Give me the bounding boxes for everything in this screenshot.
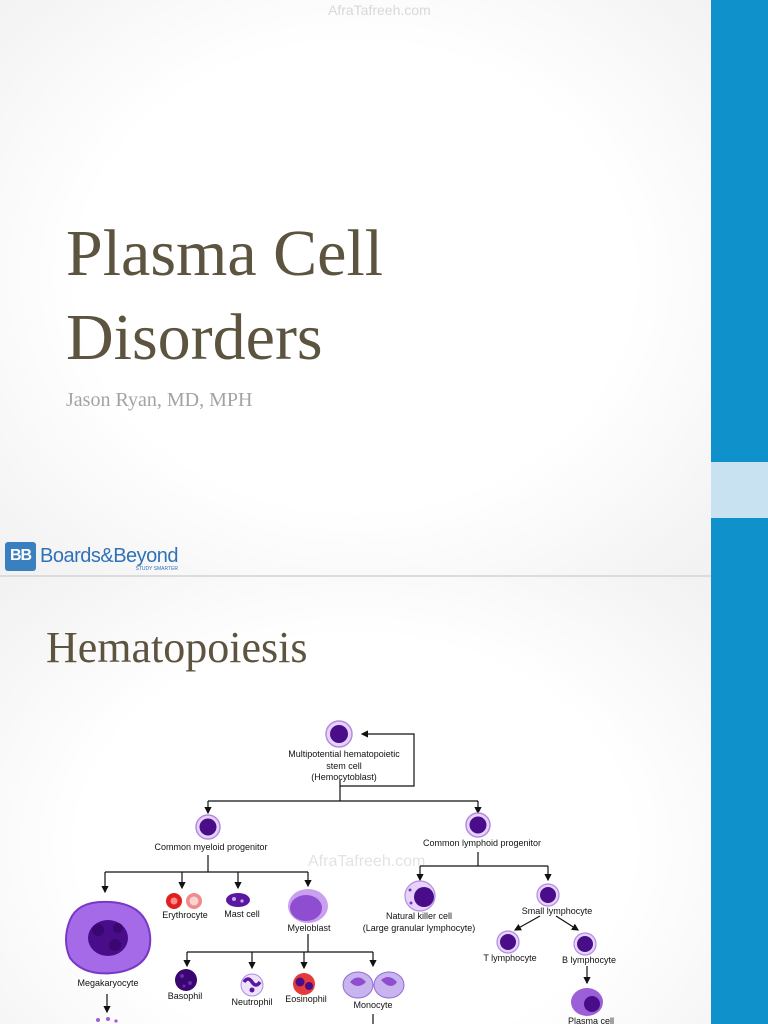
watermark: AfraTafreeh.com xyxy=(328,2,431,18)
stem-cell-icon xyxy=(325,720,353,748)
nk-cell-label-2: (Large granular lymphocyte) xyxy=(363,923,476,933)
logo-wordmark: Boards&Beyond xyxy=(40,544,179,567)
megakaryocyte-icon xyxy=(65,900,152,975)
lymphoid-progenitor-label: Common lymphoid progenitor xyxy=(423,838,541,848)
title-slide: AfraTafreeh.com Plasma Cell Disorders Ja… xyxy=(0,0,711,576)
monocyte-label: Monocyte xyxy=(353,1000,392,1010)
megakaryocyte-label: Megakaryocyte xyxy=(77,978,138,988)
t-lymphocyte-label: T lymphocyte xyxy=(483,953,536,963)
logo-mark-icon: BB xyxy=(5,541,36,571)
plasma-cell-icon xyxy=(571,988,603,1016)
t-lymphocyte-icon xyxy=(496,930,520,954)
small-lymphocyte-icon xyxy=(536,883,560,907)
nk-cell-icon xyxy=(404,880,436,912)
basophil-icon xyxy=(175,969,197,991)
logo-tagline: STUDY SMARTER xyxy=(135,565,179,572)
eosinophil-icon xyxy=(293,973,315,995)
watermark-overlay: AfraTafreeh.com xyxy=(308,853,426,870)
nk-cell-label-1: Natural killer cell xyxy=(386,911,452,921)
stem-cell-label-3: (Hemocytoblast) xyxy=(311,772,377,782)
title-line-2: Disorders xyxy=(66,301,323,374)
stem-cell-label-1: Multipotential hematopoietic xyxy=(288,749,400,759)
basophil-label: Basophil xyxy=(168,991,203,1001)
stem-cell-label-2: stem cell xyxy=(326,761,362,771)
sidebar-highlight xyxy=(711,462,768,518)
erythrocyte-icon xyxy=(166,893,202,909)
logo-mark-letters: BB xyxy=(9,547,32,564)
logo-text: Boards&Beyond STUDY SMARTER xyxy=(40,544,179,572)
slide-divider xyxy=(0,575,711,577)
small-lymphocyte-label: Small lymphocyte xyxy=(522,906,593,916)
title-line-1: Plasma Cell xyxy=(66,217,384,290)
neutrophil-label: Neutrophil xyxy=(231,997,272,1007)
lymphoid-progenitor-icon xyxy=(465,812,491,838)
slide-heading: Hematopoiesis xyxy=(46,623,308,672)
erythrocyte-label: Erythrocyte xyxy=(162,910,208,920)
monocyte-icon xyxy=(342,971,405,999)
author-subtitle: Jason Ryan, MD, MPH xyxy=(66,389,253,411)
neutrophil-icon xyxy=(240,973,264,997)
hematopoiesis-diagram: Multipotential hematopoietic stem cell (… xyxy=(65,720,616,1024)
myeloblast-icon xyxy=(288,889,328,923)
mast-cell-icon xyxy=(226,893,250,907)
boards-beyond-logo: BB Boards&Beyond STUDY SMARTER xyxy=(5,540,179,572)
eosinophil-label: Eosinophil xyxy=(285,994,327,1004)
b-lymphocyte-label: B lymphocyte xyxy=(562,955,616,965)
myeloid-progenitor-icon xyxy=(195,814,221,840)
myeloid-progenitor-label: Common myeloid progenitor xyxy=(154,842,267,852)
platelets-icon xyxy=(96,1017,118,1023)
slide-title: Plasma Cell Disorders xyxy=(66,212,383,380)
plasma-cell-label: Plasma cell xyxy=(568,1016,614,1024)
b-lymphocyte-icon xyxy=(573,932,597,956)
mast-cell-label: Mast cell xyxy=(224,909,260,919)
myeloblast-label: Myeloblast xyxy=(287,923,331,933)
